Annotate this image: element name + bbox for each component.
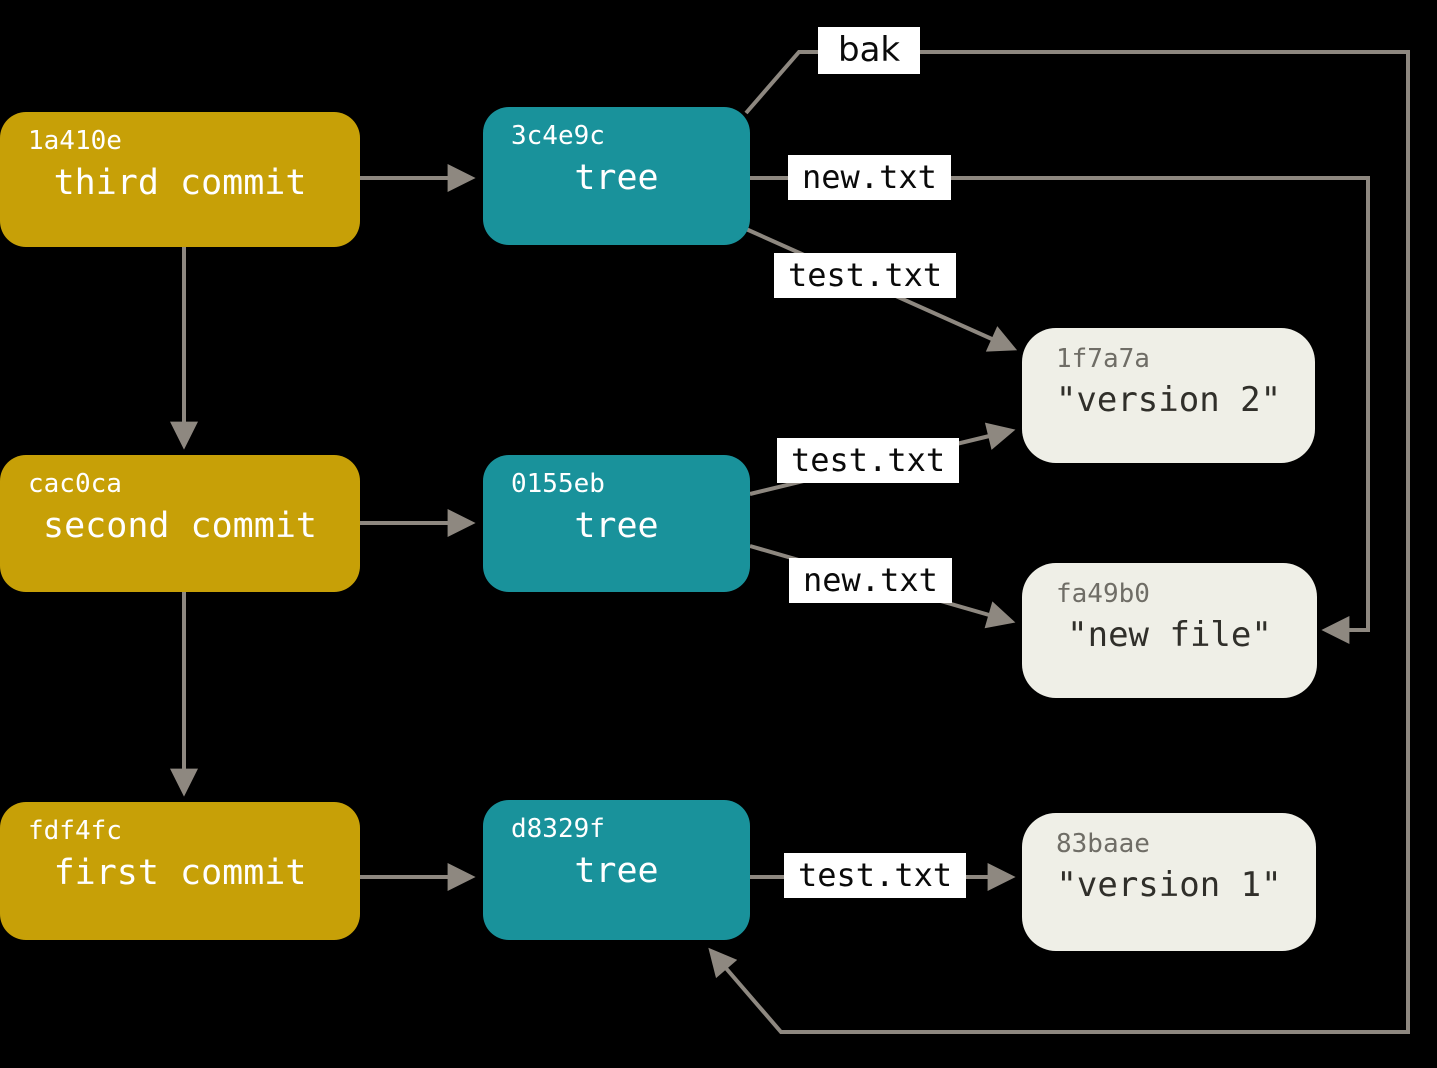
blob-label: "version 2" [1055, 380, 1282, 421]
blob-hash: 83baae [1056, 829, 1150, 859]
tree-hash: d8329f [511, 814, 605, 844]
tree-label: tree [574, 851, 659, 892]
commit-label: first commit [53, 853, 307, 894]
commit-hash: cac0ca [28, 469, 122, 499]
tree-node-d8329f: d8329f tree [483, 800, 750, 940]
edge-label-testtxt-row1: test.txt [774, 253, 957, 299]
tree-node-3c4e9c: 3c4e9c tree [483, 107, 750, 245]
edge-label-newtxt-row1: new.txt [788, 155, 951, 201]
tree-node-0155eb: 0155eb tree [483, 455, 750, 592]
blob-node-newfile: fa49b0 "new file" [1022, 563, 1317, 698]
tree-hash: 3c4e9c [511, 121, 605, 151]
commit-hash: fdf4fc [28, 816, 122, 846]
edge-label-newtxt-row2: new.txt [789, 558, 952, 604]
blob-label: "new file" [1067, 615, 1272, 656]
edge-label-testtxt-row3: test.txt [784, 853, 967, 899]
commit-node-third: 1a410e third commit [0, 112, 360, 247]
edge-label-bak: bak [818, 27, 921, 75]
tree-label: tree [574, 158, 659, 199]
blob-label: "version 1" [1056, 865, 1282, 906]
tree-hash: 0155eb [511, 469, 605, 499]
commit-node-second: cac0ca second commit [0, 455, 360, 592]
blob-node-version2: 1f7a7a "version 2" [1022, 328, 1315, 463]
commit-label: third commit [53, 163, 307, 204]
blob-hash: fa49b0 [1056, 579, 1150, 609]
commit-node-first: fdf4fc first commit [0, 802, 360, 940]
blob-node-version1: 83baae "version 1" [1022, 813, 1316, 951]
commit-label: second commit [43, 506, 317, 547]
blob-hash: 1f7a7a [1056, 344, 1150, 374]
tree-label: tree [574, 506, 659, 547]
edge-label-testtxt-row2: test.txt [777, 438, 960, 484]
commit-hash: 1a410e [28, 126, 122, 156]
edge-bak-tree3-to-tree1 [708, 50, 1410, 1034]
edge-newtxt-tree3-to-newfile [750, 176, 1370, 644]
